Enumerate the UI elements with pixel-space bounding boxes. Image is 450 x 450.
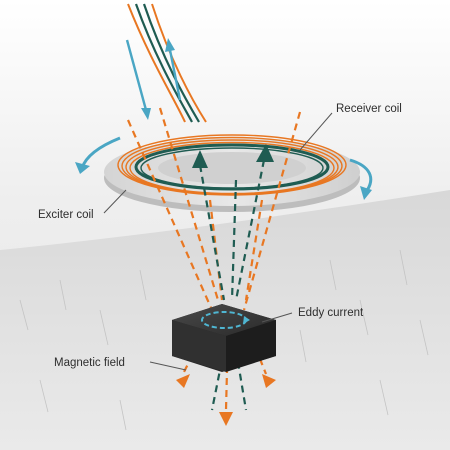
wire-current-arrows bbox=[125, 38, 182, 120]
rotation-arrows bbox=[75, 136, 373, 200]
receiver-coil-leader bbox=[299, 112, 333, 151]
eddy-arrow-icon bbox=[243, 316, 250, 324]
coil-wires bbox=[127, 3, 207, 123]
receiver-field-lines bbox=[198, 159, 266, 411]
field-down-arrows bbox=[176, 374, 276, 426]
field-up-arrow-left-icon bbox=[192, 150, 208, 168]
receiver-coil bbox=[134, 143, 330, 191]
rotation-arrow-left-icon bbox=[75, 162, 90, 174]
field-arrow-down-icon bbox=[219, 412, 233, 426]
field-arrow-left-icon bbox=[176, 374, 190, 388]
leader-lines bbox=[103, 112, 333, 371]
magnetic-field-label: Magnetic field bbox=[54, 357, 125, 369]
down-arrow-icon bbox=[141, 108, 151, 120]
up-arrow-icon bbox=[165, 38, 175, 52]
field-up-arrow-right-icon bbox=[256, 144, 274, 162]
surface-texture bbox=[19, 249, 429, 431]
magnetic-field-leader bbox=[149, 361, 187, 371]
exciter-coil-label: Exciter coil bbox=[38, 209, 94, 221]
exciter-coil-leader bbox=[103, 189, 127, 214]
target-block bbox=[172, 304, 276, 372]
exciter-coil bbox=[117, 134, 347, 196]
field-arrow-right-icon bbox=[262, 374, 276, 388]
eddy-current-leader bbox=[261, 312, 293, 323]
receiver-coil-label: Receiver coil bbox=[336, 103, 402, 115]
eddy-current-label: Eddy current bbox=[298, 307, 364, 319]
rotation-arrow-right-icon bbox=[360, 186, 372, 200]
